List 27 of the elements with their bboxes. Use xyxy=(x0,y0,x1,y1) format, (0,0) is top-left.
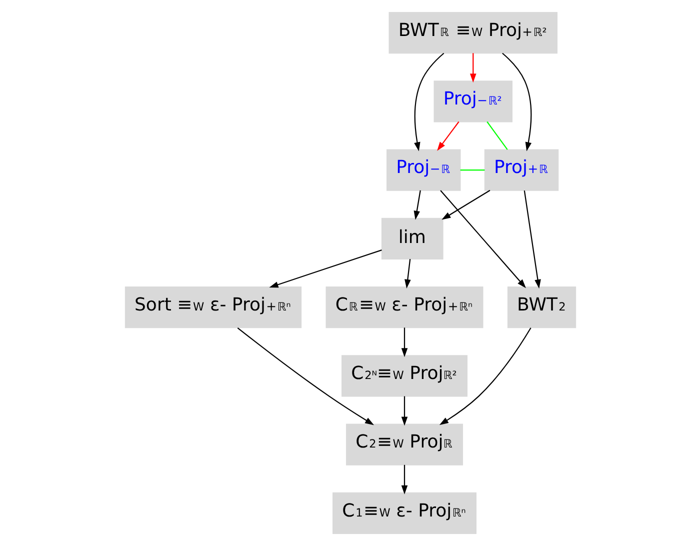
node-box: Cℝ≡W ε- Proj+ℝⁿ xyxy=(325,286,483,328)
arrow xyxy=(440,190,526,288)
connector xyxy=(460,170,484,171)
arrow xyxy=(400,396,408,426)
arrow xyxy=(523,190,540,289)
arrow xyxy=(404,258,410,288)
arrow xyxy=(469,53,476,83)
arrow xyxy=(502,52,532,152)
arrow xyxy=(413,190,420,220)
node-box: Proj−ℝ xyxy=(386,149,460,191)
node-box: lim xyxy=(380,218,443,260)
node-box: C2ᴺ≡W Projℝ² xyxy=(341,355,467,397)
arrow xyxy=(400,464,408,494)
arrow xyxy=(236,327,374,426)
arrow xyxy=(414,52,444,152)
node-box: BWTℝ ≡W Proj+ℝ² xyxy=(388,12,557,54)
node-box: BWT2 xyxy=(506,286,576,328)
arrow xyxy=(441,190,490,220)
arrow xyxy=(400,328,408,358)
connector xyxy=(486,121,508,150)
arrow xyxy=(268,250,382,288)
node-box: C2≡W Projℝ xyxy=(346,424,462,466)
node-box: Sort ≡W ε- Proj+ℝⁿ xyxy=(124,286,302,328)
arrow xyxy=(436,121,459,151)
node-box: Proj−ℝ² xyxy=(433,80,512,122)
arrow xyxy=(438,328,531,425)
node-box: Proj+ℝ xyxy=(484,149,558,191)
